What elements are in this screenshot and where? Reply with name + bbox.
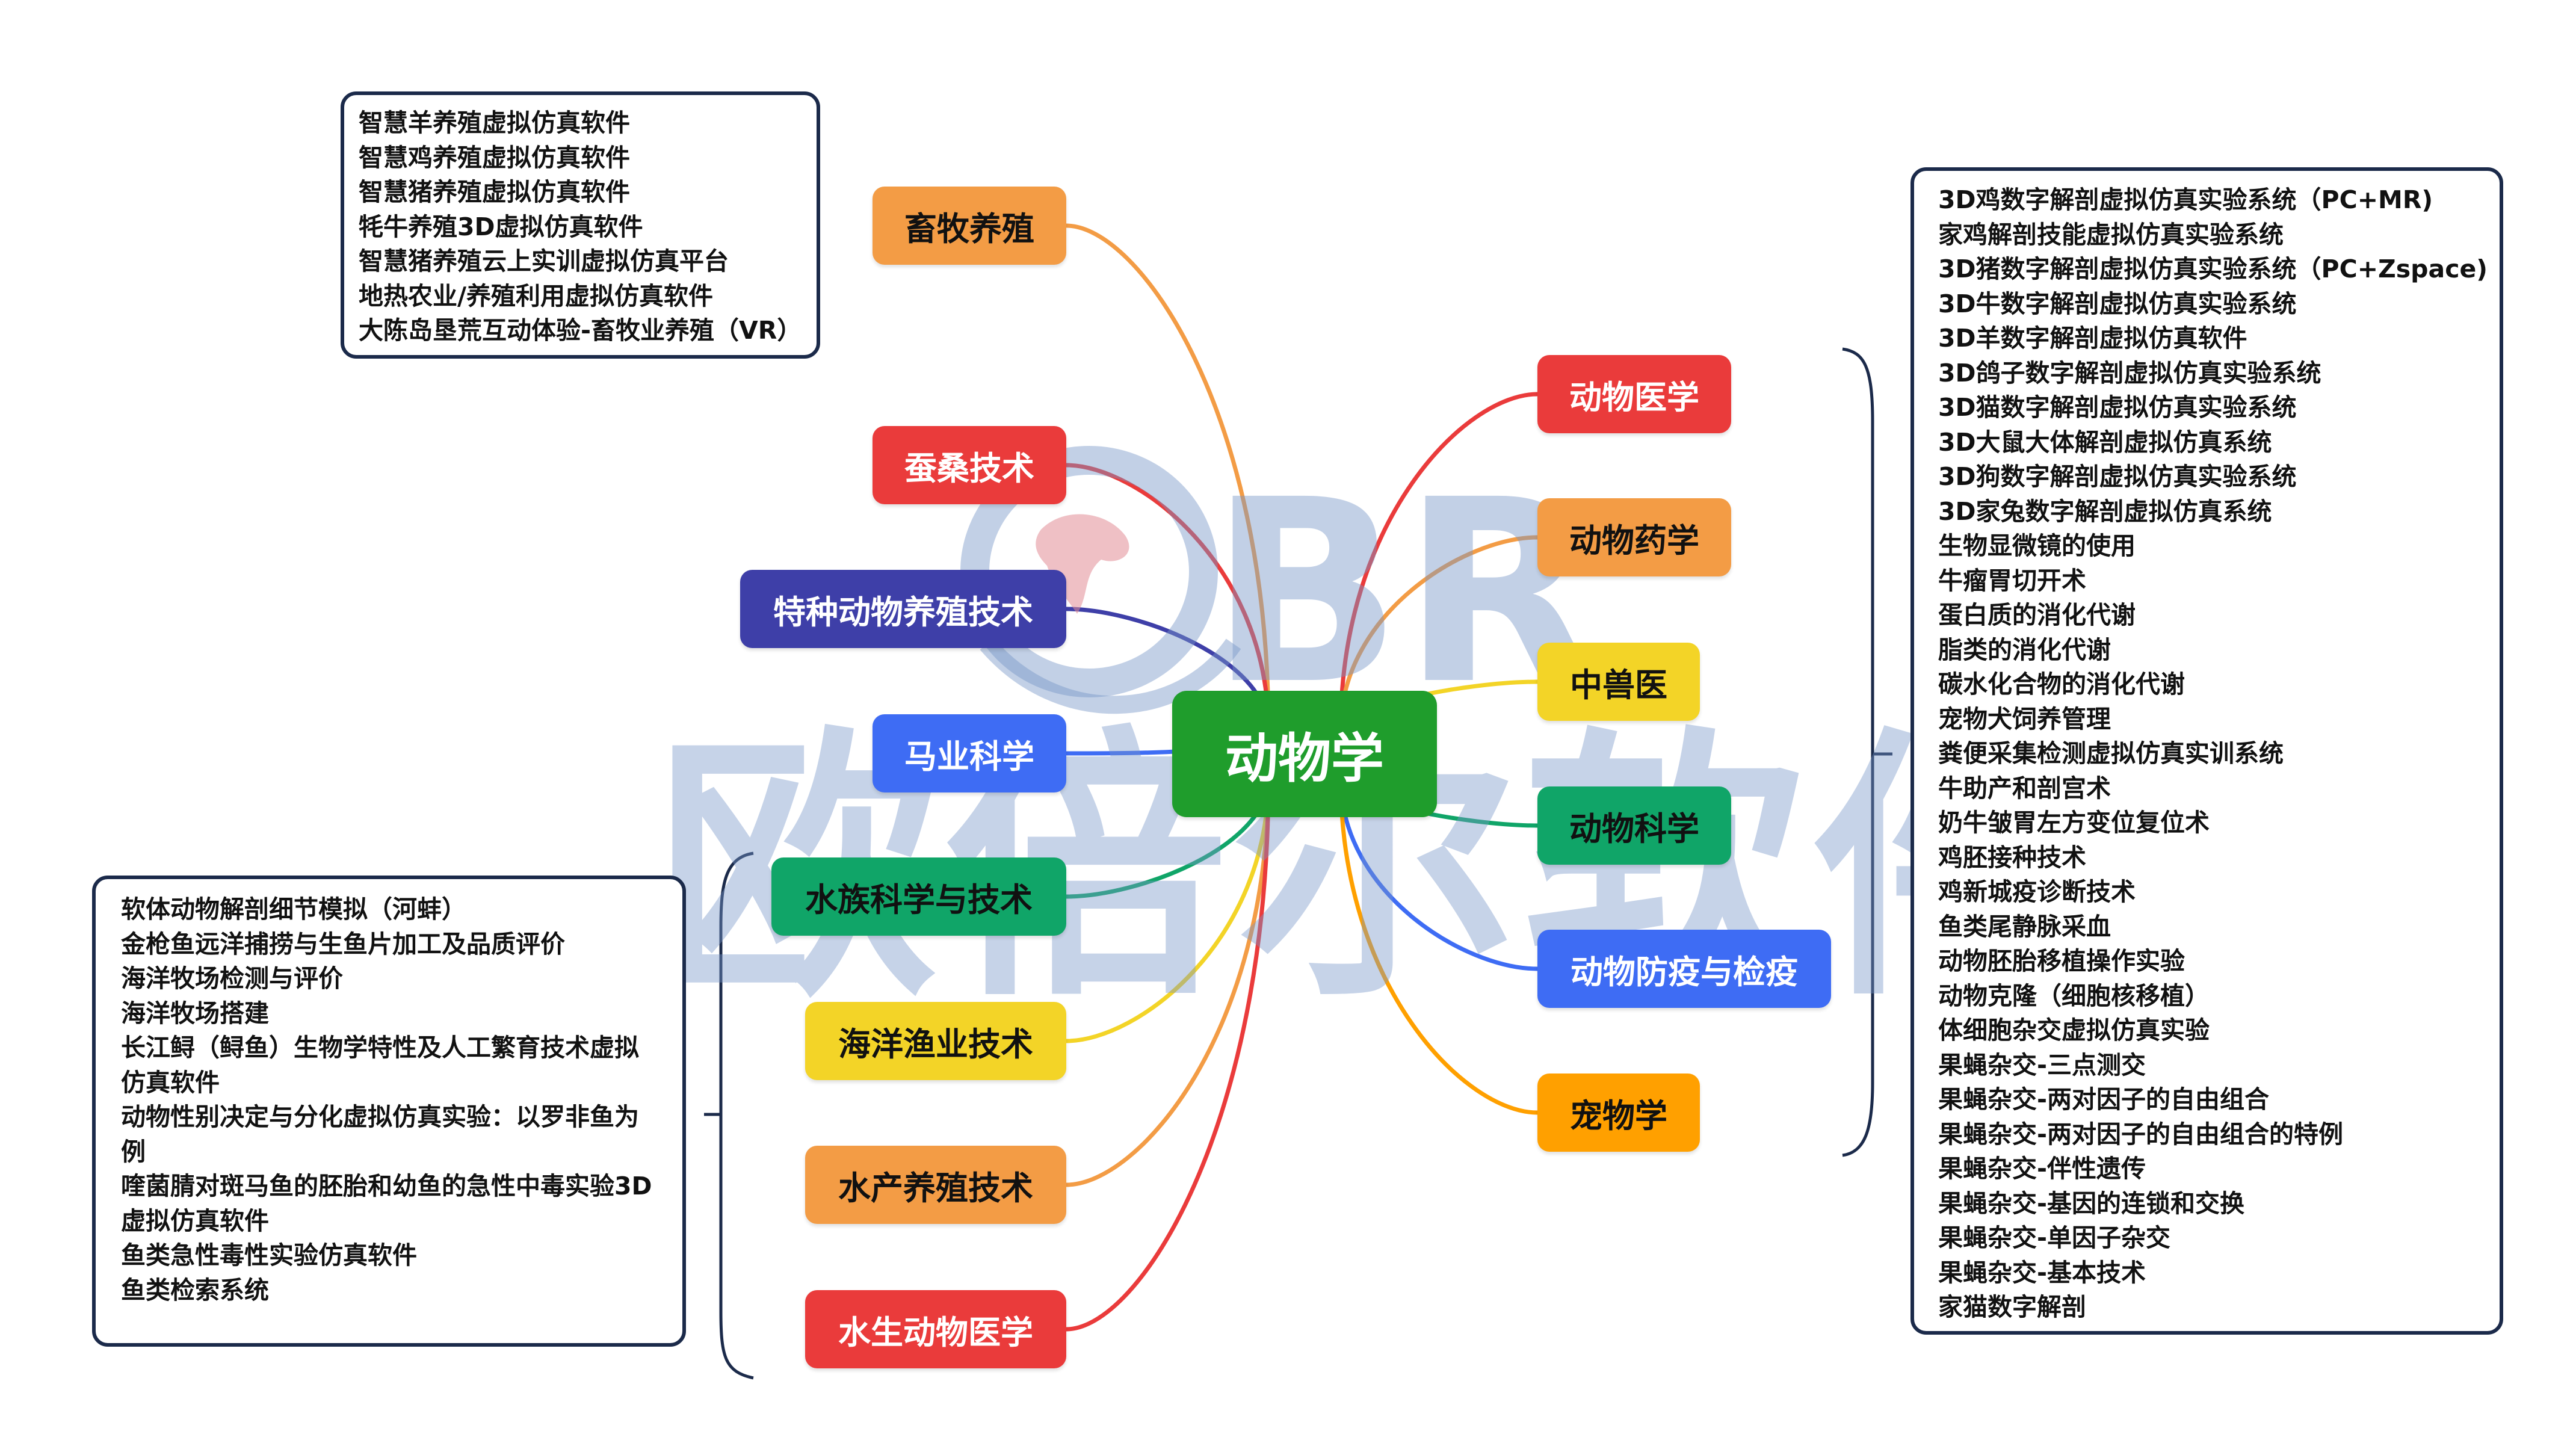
livestock-list-item: 大陈岛垦荒互动体验-畜牧业养殖（VR） bbox=[359, 316, 802, 345]
vet-list-item: 生物显微镜的使用 bbox=[1938, 531, 2136, 560]
vet-list-item: 鱼类尾静脉采血 bbox=[1938, 912, 2111, 941]
vet-list-item: 3D狗数字解剖虚拟仿真实验系统 bbox=[1938, 462, 2297, 491]
vet-list-item: 鸡新城疫诊断技术 bbox=[1938, 877, 2136, 906]
vet-bracket bbox=[1842, 347, 1874, 1157]
livestock-list-item: 智慧猪养殖云上实训虚拟仿真平台 bbox=[359, 247, 729, 276]
aquatic-list-item: 海洋牧场检测与评价 bbox=[121, 964, 343, 993]
left-branch-7-node: 水产养殖技术 bbox=[805, 1146, 1066, 1224]
livestock-list-item: 地热农业/养殖利用虚拟仿真软件 bbox=[359, 281, 713, 310]
right-branch-6-node: 宠物学 bbox=[1537, 1073, 1700, 1152]
right-branch-3-node: 中兽医 bbox=[1537, 643, 1700, 721]
vet-list-item: 家猫数字解剖 bbox=[1938, 1293, 2086, 1321]
aquatic-bracket bbox=[719, 851, 754, 1380]
aquatic-list-item: 仿真软件 bbox=[121, 1067, 220, 1097]
vet-list-item: 3D家兔数字解剖虚拟仿真系统 bbox=[1938, 496, 2272, 526]
right-branch-2-node: 动物药学 bbox=[1537, 498, 1731, 576]
vet-list-item: 果蝇杂交-基因的连锁和交换 bbox=[1938, 1188, 2245, 1218]
left-branch-8-link bbox=[1064, 776, 1271, 1332]
vet-list-item: 果蝇杂交-两对因子的自由组合的特例 bbox=[1938, 1119, 2344, 1149]
livestock-list-item: 智慧猪养殖虚拟仿真软件 bbox=[359, 178, 630, 206]
right-branch-1-link bbox=[1338, 392, 1540, 732]
vet-list-item: 3D鸡数字解剖虚拟仿真实验系统（PC+MR) bbox=[1938, 185, 2433, 214]
vet-list-item: 脂类的消化代谢 bbox=[1938, 635, 2111, 664]
left-branch-2-link bbox=[1064, 463, 1271, 732]
aquatic-list-item: 喹菌腈对斑马鱼的胚胎和幼鱼的急性中毒实验3D bbox=[121, 1172, 652, 1200]
vet-list-item: 3D猫数字解剖虚拟仿真实验系统 bbox=[1938, 393, 2297, 422]
veterinary-software-list: 3D鸡数字解剖虚拟仿真实验系统（PC+MR) 家鸡解剖技能虚拟仿真实验系统 3D猪数… bbox=[1910, 167, 2503, 1335]
left-branch-6-link bbox=[1064, 776, 1271, 1043]
left-branch-3-node: 特种动物养殖技术 bbox=[740, 570, 1066, 648]
livestock-software-list: 智慧羊养殖虚拟仿真软件智慧鸡养殖虚拟仿真软件智慧猪养殖虚拟仿真软件牦牛养殖3D虚… bbox=[341, 91, 820, 359]
aquatic-list-item: 长江鲟（鲟鱼）生物学特性及人工繁育技术虚拟 bbox=[121, 1033, 639, 1062]
left-branch-5-node: 水族科学与技术 bbox=[771, 857, 1066, 936]
aquatic-list-item: 虚拟仿真软件 bbox=[121, 1206, 269, 1235]
vet-list-item: 蛋白质的消化代谢 bbox=[1938, 601, 2136, 629]
left-branch-6-node: 海洋渔业技术 bbox=[805, 1002, 1066, 1080]
aquatic-list-item: 动物性别决定与分化虚拟仿真实验：以罗非鱼为 bbox=[121, 1102, 639, 1131]
aquatic-list-item: 金枪鱼远洋捕捞与生鱼片加工及品质评价 bbox=[121, 929, 565, 959]
vet-list-item: 粪便采集检测虚拟仿真实训系统 bbox=[1938, 739, 2284, 768]
vet-list-item: 果蝇杂交-两对因子的自由组合 bbox=[1938, 1085, 2270, 1114]
vet-list-item: 动物克隆（细胞核移植） bbox=[1938, 981, 2210, 1010]
vet-list-item: 体细胞杂交虚拟仿真实验 bbox=[1938, 1016, 2210, 1045]
vet-list-item: 动物胚胎移植操作实验 bbox=[1938, 947, 2185, 975]
right-branch-2-link bbox=[1338, 535, 1540, 732]
vet-list-item: 3D猪数字解剖虚拟仿真实验系统（PC+Zspace) bbox=[1938, 255, 2488, 283]
vet-list-item: 3D鸽子数字解剖虚拟仿真实验系统 bbox=[1938, 358, 2321, 388]
center-node-zoology: 动物学 bbox=[1172, 691, 1437, 817]
vet-list-item: 果蝇杂交-单因子杂交 bbox=[1938, 1223, 2171, 1252]
vet-list-item: 宠物犬饲养管理 bbox=[1938, 704, 2111, 734]
livestock-list-item: 智慧羊养殖虚拟仿真软件 bbox=[359, 108, 630, 137]
aquatic-list-item: 鱼类检索系统 bbox=[121, 1275, 269, 1305]
left-branch-8-node: 水生动物医学 bbox=[805, 1290, 1066, 1368]
left-branch-2-node: 蚕桑技术 bbox=[873, 426, 1066, 504]
left-branch-4-node: 马业科学 bbox=[873, 714, 1066, 792]
right-branch-5-node: 动物防疫与检疫 bbox=[1537, 930, 1831, 1008]
right-branch-1-node: 动物医学 bbox=[1537, 355, 1731, 433]
aquatic-list-item: 鱼类急性毒性实验仿真软件 bbox=[121, 1241, 417, 1270]
vet-list-item: 果蝇杂交-伴性遗传 bbox=[1938, 1154, 2146, 1183]
vet-list-item: 鸡胚接种技术 bbox=[1938, 842, 2086, 872]
left-branch-1-node: 畜牧养殖 bbox=[873, 187, 1066, 265]
vet-list-item: 碳水化合物的消化代谢 bbox=[1938, 670, 2185, 699]
vet-list-item: 果蝇杂交-基本技术 bbox=[1938, 1258, 2146, 1287]
vet-list-item: 牛助产和剖宫术 bbox=[1938, 773, 2111, 803]
vet-list-item: 奶牛皱胃左方变位复位术 bbox=[1938, 808, 2210, 837]
left-branch-7-link bbox=[1064, 776, 1271, 1187]
vet-list-item: 家鸡解剖技能虚拟仿真实验系统 bbox=[1938, 220, 2284, 249]
aquatic-list-item: 例 bbox=[121, 1137, 146, 1166]
vet-list-item: 3D羊数字解剖虚拟仿真软件 bbox=[1938, 324, 2247, 353]
aquatic-list-item: 海洋牧场搭建 bbox=[121, 998, 269, 1028]
aquatic-list-item: 软体动物解剖细节模拟（河蚌） bbox=[121, 895, 466, 924]
vet-list-item: 3D大鼠大体解剖虚拟仿真系统 bbox=[1938, 427, 2272, 457]
aquatic-software-list: 软体动物解剖细节模拟（河蚌） 金枪鱼远洋捕捞与生鱼片加工及品质评价海洋牧场检测与评… bbox=[92, 876, 686, 1347]
livestock-list-item: 牦牛养殖3D虚拟仿真软件 bbox=[359, 212, 643, 241]
right-branch-5-link bbox=[1338, 776, 1540, 971]
left-branch-1-link bbox=[1064, 223, 1271, 732]
vet-list-item: 3D牛数字解剖虚拟仿真实验系统 bbox=[1938, 289, 2297, 318]
vet-list-item: 牛瘤胃切开术 bbox=[1938, 566, 2086, 595]
vet-list-item: 果蝇杂交-三点测交 bbox=[1938, 1050, 2146, 1080]
livestock-list-item: 智慧鸡养殖虚拟仿真软件 bbox=[359, 143, 630, 172]
right-branch-6-link bbox=[1338, 776, 1540, 1115]
right-branch-4-node: 动物科学 bbox=[1537, 786, 1731, 865]
